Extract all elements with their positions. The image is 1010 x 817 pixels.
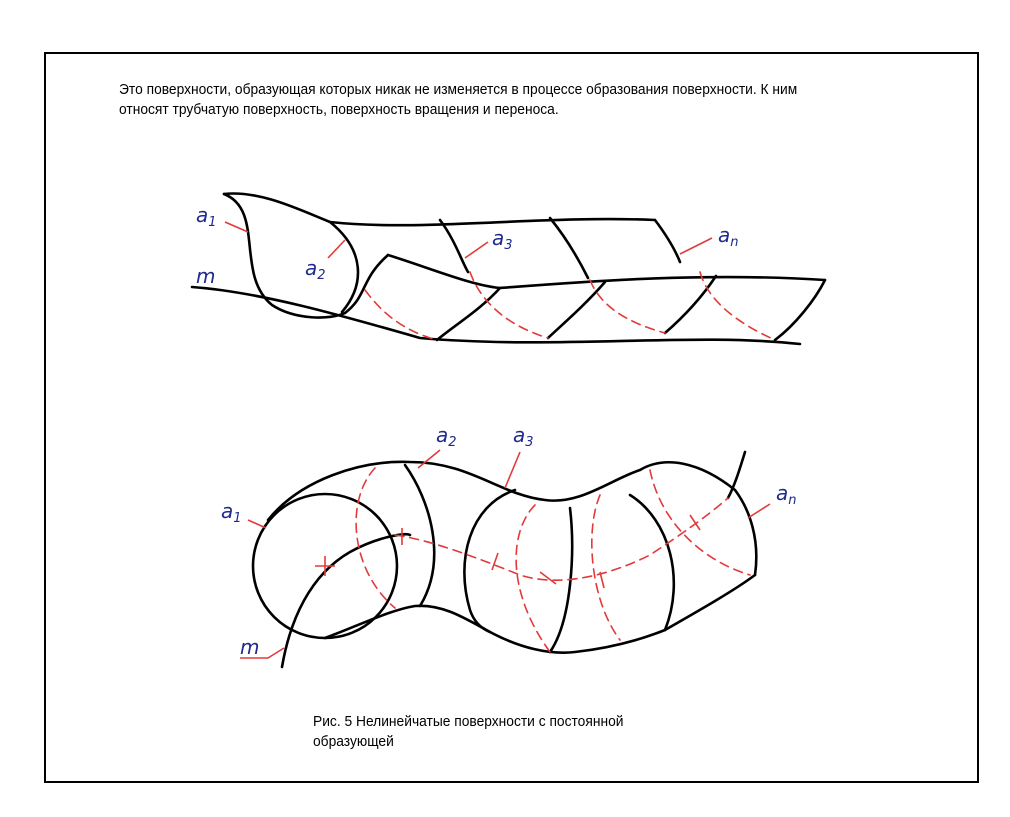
hidden-profile-4 (699, 271, 776, 341)
hidden-generator-3 (591, 494, 621, 641)
label-m-bottom: m (240, 635, 259, 659)
hidden-generator-2 (515, 504, 551, 653)
axis-tick-3 (539, 571, 557, 585)
hidden-generator-4 (649, 469, 751, 576)
leader-an-bottom (747, 503, 771, 519)
front-profile-3 (663, 274, 718, 335)
intro-line-2: относят трубчатую поверхность, поверхнос… (119, 101, 559, 118)
front-profile-1 (435, 286, 502, 342)
tubular-surface-drawing: a1 a2 a3 an m (221, 423, 797, 669)
leader-a1-top (224, 221, 249, 233)
intro-paragraph: Это поверхности, образующая которых ника… (119, 80, 846, 120)
leader-m-bottom (240, 647, 285, 659)
profile-a1-top (222, 192, 347, 319)
profile-a4-top (548, 216, 590, 280)
profile-a2-lower (343, 253, 390, 315)
label-an-top: an (718, 223, 739, 250)
axis-tick-4 (599, 571, 605, 589)
caption-line-1: Рис. 5 Нелинейчатые поверхности с постоя… (313, 713, 624, 730)
label-a2-bottom: a2 (436, 423, 457, 450)
leader-a1-bottom (247, 519, 267, 529)
axis-tick-2 (491, 552, 499, 571)
figure-frame (44, 52, 979, 783)
tube-upper-outline (266, 460, 758, 577)
tube-lower-outline (323, 573, 757, 654)
caption-line-2: образующей (313, 733, 394, 750)
hidden-axis (394, 497, 729, 581)
front-profile-4 (773, 278, 827, 342)
profile-a2-top (328, 220, 360, 314)
label-a1-top: a1 (196, 203, 217, 230)
leader-a3-bottom (504, 451, 521, 489)
directrix-m-top (190, 285, 802, 346)
leader-an-top (679, 237, 713, 255)
middle-ridge-top (386, 253, 827, 290)
tube-generator-right (628, 493, 676, 632)
figure-caption: Рис. 5 Нелинейчатые поверхности с постоя… (313, 712, 623, 752)
axis-tick-5 (689, 514, 701, 531)
front-profile-2 (546, 280, 607, 340)
translation-surface-drawing: a1 a2 a3 an m (190, 192, 827, 346)
tube-generator-a3 (463, 488, 517, 634)
label-m-top: m (196, 264, 215, 288)
hidden-profile-1 (364, 289, 438, 341)
hidden-profile-2 (469, 271, 549, 339)
hidden-generator-1 (355, 467, 396, 609)
upper-edge-top (222, 192, 657, 227)
leader-a3-top (464, 241, 489, 259)
label-an-bottom: an (776, 481, 797, 508)
label-a1-bottom: a1 (221, 499, 242, 526)
hidden-profile-3 (589, 279, 666, 334)
directrix-m-bottom (280, 533, 412, 669)
profile-a3-top (438, 218, 470, 274)
label-a2-top: a2 (305, 256, 326, 283)
intro-line-1: Это поверхности, образующая которых ника… (119, 81, 798, 98)
directrix-m-end (726, 450, 747, 500)
label-a3-top: a3 (492, 226, 513, 253)
tube-generator-mid (548, 506, 574, 654)
tube-generator-a2 (403, 463, 436, 608)
leader-a2-top (327, 239, 346, 259)
label-a3-bottom: a3 (513, 423, 534, 450)
profile-an-top (653, 218, 682, 264)
leader-a2-bottom (417, 449, 441, 469)
